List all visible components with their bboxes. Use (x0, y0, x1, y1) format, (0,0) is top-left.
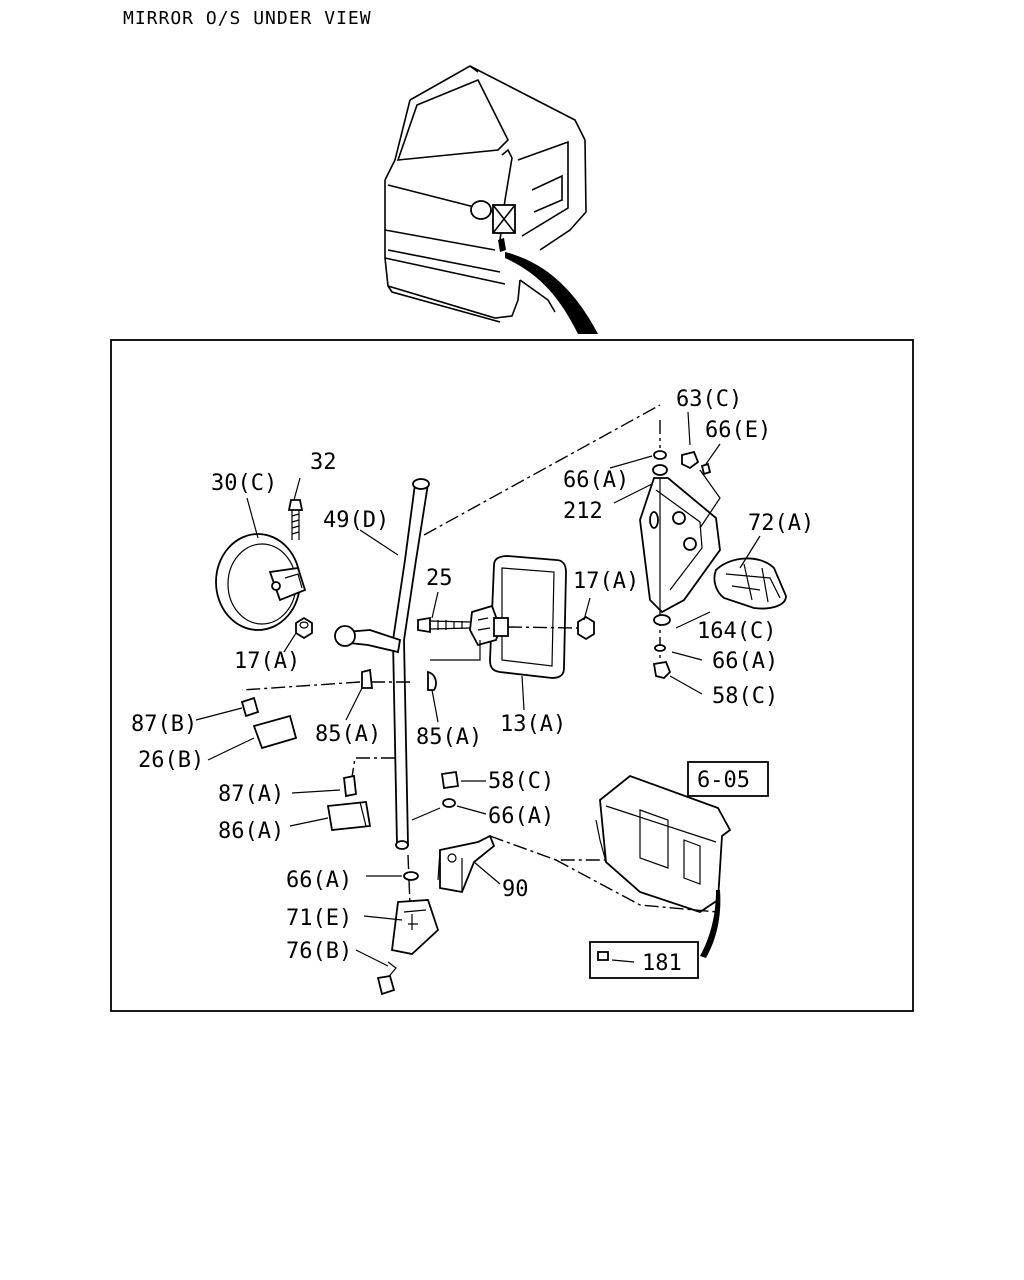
label-25: 25 (426, 566, 453, 591)
label-87a: 87(A) (218, 782, 284, 807)
label-85a-left: 85(A) (315, 722, 381, 747)
label-49d: 49(D) (323, 508, 389, 533)
label-164c: 164(C) (697, 619, 776, 644)
fender-6-05-assembly (555, 774, 732, 961)
truck-cab-illustration (384, 65, 598, 334)
bracket-164c-assembly (639, 420, 787, 679)
label-13a: 13(A) (500, 712, 566, 737)
label-32: 32 (310, 450, 337, 475)
label-76b: 76(B) (286, 939, 352, 964)
label-30c: 30(C) (211, 471, 277, 496)
label-58c-mid: 58(C) (488, 769, 554, 794)
label-58c-right: 58(C) (712, 684, 778, 709)
part-181-label: 181 (642, 951, 682, 976)
label-66a-mid: 66(A) (488, 804, 554, 829)
label-85a-right: 85(A) (416, 725, 482, 750)
section-ref-label: 6-05 (697, 768, 750, 793)
label-17a-left: 17(A) (234, 649, 300, 674)
label-66a-top: 66(A) (563, 468, 629, 493)
diagram-title: MIRROR O/S UNDER VIEW (123, 8, 372, 29)
reference-box-181: 181 (589, 941, 699, 979)
label-90: 90 (502, 877, 529, 902)
label-86a: 86(A) (218, 819, 284, 844)
label-72a: 72(A) (748, 511, 814, 536)
small-parts-left (240, 696, 372, 831)
label-71e: 71(E) (286, 906, 352, 931)
label-212: 212 (563, 499, 603, 524)
caps-85a (361, 668, 437, 691)
flat-mirror-13a (417, 555, 595, 679)
label-26b: 26(B) (138, 748, 204, 773)
label-17a-right: 17(A) (573, 569, 639, 594)
lower-mount-assembly (376, 770, 640, 996)
reference-box-6-05: 6-05 (687, 761, 769, 797)
label-87b: 87(B) (131, 712, 197, 737)
part-labels: 63(C) 66(E) 66(A) 212 72(A) 32 30(C) 49(… (131, 387, 814, 964)
label-66a-low: 66(A) (286, 868, 352, 893)
label-66a-right: 66(A) (712, 649, 778, 674)
detail-frame (110, 339, 914, 1012)
convex-mirror-30c (215, 499, 313, 640)
label-63c: 63(C) (676, 387, 742, 412)
leader-lines (195, 411, 761, 967)
label-66e: 66(E) (705, 418, 771, 443)
